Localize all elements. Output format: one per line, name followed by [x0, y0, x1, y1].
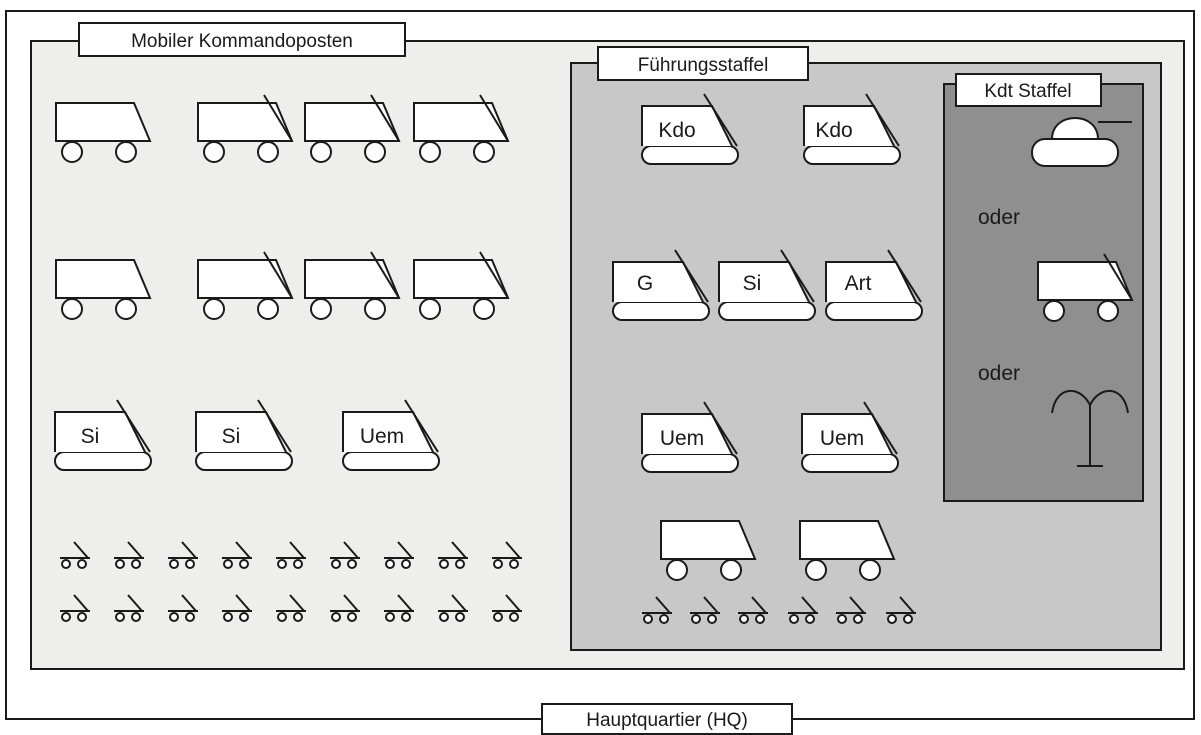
tracked-label-si-3: Si — [743, 272, 762, 295]
tracked-label-g: G — [637, 272, 653, 295]
tracked-label-si-2: Si — [222, 425, 241, 448]
tracked-label-si-1: Si — [81, 425, 100, 448]
tracked-label-kdo-2: Kdo — [815, 119, 852, 142]
tracked-label-uem: Uem — [360, 425, 404, 448]
tracked-label-uem-2: Uem — [820, 427, 864, 450]
mobile-post-label: Mobiler Kommandoposten — [131, 31, 353, 52]
or-label-2: oder — [978, 362, 1020, 385]
or-label-1: oder — [978, 206, 1020, 229]
mobile-post-label-box — [78, 22, 406, 57]
kdt-staff-label: Kdt Staffel — [984, 81, 1071, 102]
command-staff-label: Führungsstaffel — [638, 55, 769, 76]
tank-icon — [1031, 117, 1132, 167]
hq-label: Hauptquartier (HQ) — [586, 710, 748, 731]
tracked-label-kdo-1: Kdo — [658, 119, 695, 142]
kdt-staff-label-box — [955, 73, 1102, 107]
tracked-label-uem-1: Uem — [660, 427, 704, 450]
hq-label-box — [541, 703, 793, 735]
command-staff-label-box — [597, 46, 809, 81]
radio-mast-icon — [1051, 389, 1129, 467]
tracked-label-art: Art — [845, 272, 872, 295]
